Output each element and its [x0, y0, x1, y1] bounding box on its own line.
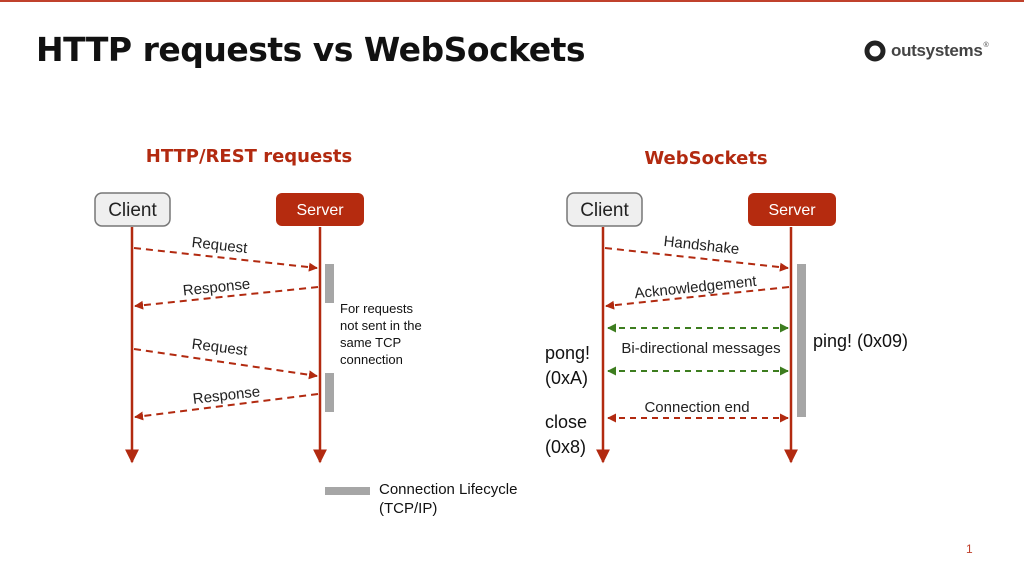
- http-section-title: HTTP/REST requests: [146, 146, 353, 167]
- http-server-label: Server: [296, 202, 344, 219]
- logo-registered-mark: ®: [983, 42, 989, 49]
- logo-text: outsystems: [891, 41, 983, 60]
- http-note-line-4: connection: [340, 352, 403, 367]
- logo-ring-icon: [864, 40, 886, 62]
- http-server-box: [276, 193, 364, 226]
- outsystems-logo: outsystems ®: [864, 38, 989, 64]
- ws-ack-label: Acknowledgement: [634, 273, 758, 303]
- legend-label-1: Connection Lifecycle: [379, 481, 517, 498]
- page-number: 1: [966, 542, 973, 556]
- http-request-label-1: Request: [191, 234, 249, 257]
- http-note-line-1: For requests: [340, 301, 413, 316]
- http-client-box: [94, 192, 171, 227]
- legend-label-2: (TCP/IP): [379, 500, 437, 517]
- ws-ping-label: ping! (0x09): [813, 331, 908, 351]
- http-request-label-2: Request: [191, 336, 249, 360]
- ws-lifecycle-bar: [797, 264, 806, 417]
- http-note-line-2: not sent in the: [340, 318, 422, 333]
- http-lifecycle-bar-1: [325, 264, 334, 303]
- http-response-arrow-1: [134, 286, 319, 310]
- ws-pong-label-2: (0xA): [545, 368, 588, 388]
- top-accent-line: [0, 0, 1024, 2]
- http-request-arrow-1: [133, 247, 318, 272]
- http-response-label-2: Response: [192, 383, 261, 408]
- slide-title: HTTP requests vs WebSockets: [36, 30, 586, 69]
- ws-handshake-label: Handshake: [663, 233, 740, 258]
- http-response-label-1: Response: [182, 276, 251, 300]
- ws-server-box: [748, 193, 836, 226]
- http-note-line-3: same TCP: [340, 335, 401, 350]
- ws-client-box: [566, 192, 643, 227]
- ws-bidir-label: Bi-directional messages: [621, 340, 780, 357]
- ws-conn-end-label: Connection end: [644, 399, 749, 416]
- ws-close-label-2: (0x8): [545, 437, 586, 457]
- legend-lifecycle-swatch: [325, 487, 370, 495]
- ws-server-label: Server: [768, 202, 816, 219]
- ws-section-title: WebSockets: [644, 148, 767, 169]
- ws-close-label-1: close: [545, 412, 587, 432]
- http-request-arrow-2: [133, 348, 318, 380]
- ws-handshake-arrow: [604, 247, 789, 272]
- http-response-arrow-2: [134, 393, 319, 421]
- http-client-label: Client: [108, 200, 157, 221]
- ws-ack-arrow: [605, 286, 790, 310]
- ws-client-label: Client: [580, 200, 629, 221]
- http-lifecycle-bar-2: [325, 373, 334, 412]
- ws-pong-label-1: pong!: [545, 343, 590, 363]
